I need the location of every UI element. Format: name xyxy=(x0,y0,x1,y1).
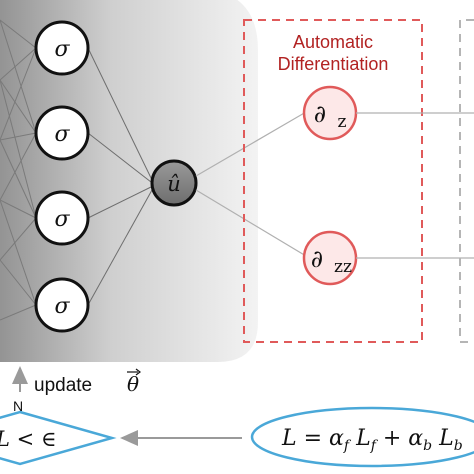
update-label: update xyxy=(34,375,92,396)
autodiff-title-line2: Differentiation xyxy=(278,54,389,74)
output-to-derivative-edges xyxy=(195,111,307,257)
hidden-node: σ xyxy=(34,20,90,76)
theta-vector: θ xyxy=(127,368,141,396)
derivative-operator: ∂ xyxy=(314,100,326,128)
theta-symbol: θ xyxy=(127,372,139,396)
hidden-node-label: σ xyxy=(54,294,70,319)
output-node: û xyxy=(150,159,198,207)
loss-function: L = αf Lf + αb Lb xyxy=(281,426,463,454)
hidden-node: σ xyxy=(34,190,90,246)
hidden-node-label: σ xyxy=(54,207,70,232)
hidden-to-output-edges xyxy=(87,47,153,306)
loss-ellipse xyxy=(250,406,474,468)
hidden-node: σ xyxy=(34,105,90,161)
convergence-condition: L < ∈ xyxy=(0,427,56,451)
derivative-subscript: zz xyxy=(334,257,352,277)
autodiff-box xyxy=(243,19,423,343)
autodiff-title-line1: Automatic xyxy=(293,32,373,52)
derivative-out-edges xyxy=(356,112,474,259)
derivative-node-zz: ∂ zz xyxy=(302,230,358,286)
derivative-operator: ∂ xyxy=(311,245,323,273)
residual-box-partial xyxy=(459,19,474,343)
network-panel xyxy=(0,0,258,362)
derivative-node-z: ∂ z xyxy=(302,85,358,141)
hidden-node: σ xyxy=(34,277,90,333)
input-edges xyxy=(0,19,37,321)
derivative-subscript: z xyxy=(338,112,347,132)
hidden-node-label: σ xyxy=(54,37,70,62)
convergence-diamond xyxy=(0,410,117,466)
no-branch-label: N xyxy=(13,398,23,414)
hidden-node-label: σ xyxy=(54,122,70,147)
output-node-label: û xyxy=(167,172,181,196)
